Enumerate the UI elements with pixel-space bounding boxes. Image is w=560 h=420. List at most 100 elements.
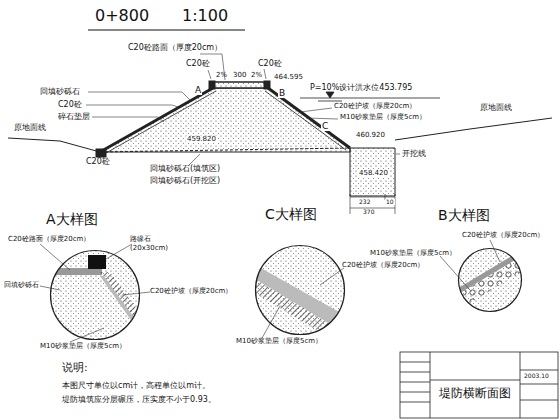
- leader-lines: [396, 154, 400, 155]
- drawing-label: 460.920: [356, 132, 385, 139]
- dimension-lines: [350, 194, 351, 214]
- slope-protection: [268, 88, 350, 148]
- leader-lines: [92, 117, 164, 122]
- water-level: [326, 92, 334, 98]
- title-block: [520, 370, 558, 371]
- slope-protection: [265, 91, 346, 150]
- leader-lines: [208, 70, 211, 79]
- drawing-label: 370: [362, 209, 375, 215]
- drawing-label: C20砼护坡（厚度20cm）: [150, 288, 232, 295]
- drawing-label: C20砼护坡（厚度20cm）: [342, 262, 424, 269]
- detail-leaders: [40, 240, 500, 342]
- detail-circle-outline: [256, 246, 345, 335]
- drawing-label: M10砂浆垫层（厚度5cm）: [40, 343, 126, 350]
- section-title: 0+800: [95, 8, 149, 25]
- title-block: [430, 380, 520, 381]
- drawing-label: 458.420: [358, 170, 389, 177]
- water-level: [300, 92, 440, 101]
- leader-lines: [306, 118, 338, 119]
- detail-leaders: [40, 286, 60, 290]
- title-block: [400, 352, 558, 418]
- water-level: [318, 101, 342, 102]
- detail-leaders: [40, 244, 70, 270]
- drawing-label: B: [278, 89, 286, 98]
- detail-circle-outline: [51, 251, 140, 340]
- drawing-label: 回填砂砾石: [4, 282, 39, 289]
- title-underline: [88, 30, 245, 31]
- title-block: [520, 352, 521, 418]
- drawing-label: 原地面线: [480, 104, 512, 112]
- leader-lines: [300, 108, 332, 112]
- title-block: [400, 382, 430, 383]
- dimension-lines: [395, 194, 396, 214]
- drawing-label: C20砼: [86, 158, 110, 166]
- drawing-label: M10砂浆垫层（厚度5cm）: [340, 114, 426, 121]
- title-block: [400, 402, 430, 403]
- detail-leaders: [106, 244, 132, 259]
- drawing-label: 路缘石: [130, 236, 151, 243]
- ground-line: [8, 138, 100, 152]
- slope-protection: [106, 91, 216, 153]
- detail-view: C大样图: [255, 245, 345, 335]
- drawing-label: 459.820: [186, 136, 217, 143]
- title-underline: [88, 30, 245, 31]
- drawing-label: A: [194, 86, 202, 95]
- drawing-label: 2003.10: [524, 373, 549, 379]
- drawing-label: P=10%设计洪水位453.795: [310, 84, 412, 92]
- title-block: [400, 392, 430, 393]
- drawing-label: 回填砂砾石: [40, 88, 80, 96]
- detail-heading: C大样图: [265, 207, 317, 222]
- drawing-label: 10: [385, 199, 395, 205]
- drawing-label: C: [321, 122, 329, 131]
- detail-b-drawing: [455, 248, 525, 296]
- embankment-body: [211, 82, 268, 88]
- title-block: [520, 384, 558, 385]
- drawing-label: M10砂浆垫层（厚度5cm）: [370, 250, 456, 257]
- title-block: [400, 352, 558, 418]
- detail-circle: [255, 245, 345, 335]
- title-box: 堤防横断面图: [432, 383, 518, 405]
- detail-leaders: [122, 292, 150, 295]
- dimension-lines: [350, 197, 395, 198]
- drawing-label: C20砼: [186, 60, 210, 68]
- detail-view: B大样图: [458, 248, 522, 312]
- detail-circle: [50, 250, 140, 340]
- detail-c-drawing: [250, 240, 350, 350]
- detail-a-drawing: [40, 250, 145, 342]
- drawing-label: 原地面线: [14, 124, 46, 132]
- drawing-label: 回填砂砾石(填筑区): [150, 165, 220, 173]
- detail-b-drawing: [455, 245, 525, 315]
- leader-lines: [88, 92, 190, 100]
- drawing-title: 堤防横断面图: [439, 387, 511, 400]
- drawing-label: (20x30cm): [130, 245, 168, 252]
- leader-lines: [86, 105, 178, 107]
- detail-leaders: [262, 306, 280, 338]
- detail-view: A大样图: [50, 250, 140, 340]
- drawing-label: 回填砂砾石(开挖区): [150, 177, 220, 185]
- detail-circle-outline: [459, 249, 522, 312]
- drawing-label: 本图尺寸单位以cm计，高程单位以m计。: [62, 382, 210, 390]
- drawing-label: 300: [233, 72, 246, 79]
- drawing-label: C20砼护坡（厚度20cm）: [334, 103, 416, 110]
- title-block: [400, 362, 430, 363]
- drawing-label: 464.595: [274, 74, 303, 81]
- embankment-body: [211, 82, 268, 88]
- drawing-label: 1:100: [182, 8, 228, 25]
- detail-leaders: [490, 240, 500, 262]
- water-level: [300, 98, 440, 99]
- drawing-label: 堤防填筑应分层碾压，压实度不小于0.93。: [62, 396, 216, 404]
- drawing-label: C20砼路面（厚度20cm）: [128, 44, 222, 52]
- drawing-label: 碎石垫层: [58, 113, 90, 121]
- detail-heading: A大样图: [46, 212, 98, 227]
- drawing-label: 2%: [216, 72, 227, 79]
- leader-lines: [264, 69, 266, 79]
- detail-circle: [458, 248, 522, 312]
- detail-a-drawing: [40, 268, 102, 275]
- detail-a-drawing: [88, 255, 106, 269]
- drawing-label: 开挖线: [402, 150, 426, 158]
- drawing-label: M10砂浆垫层（厚度5cm）: [236, 338, 322, 345]
- drawing-label: 2%: [251, 72, 262, 79]
- drawing-label: 说明:: [62, 362, 88, 374]
- drawing-label: 232: [358, 199, 371, 205]
- detail-b-drawing: [455, 254, 525, 312]
